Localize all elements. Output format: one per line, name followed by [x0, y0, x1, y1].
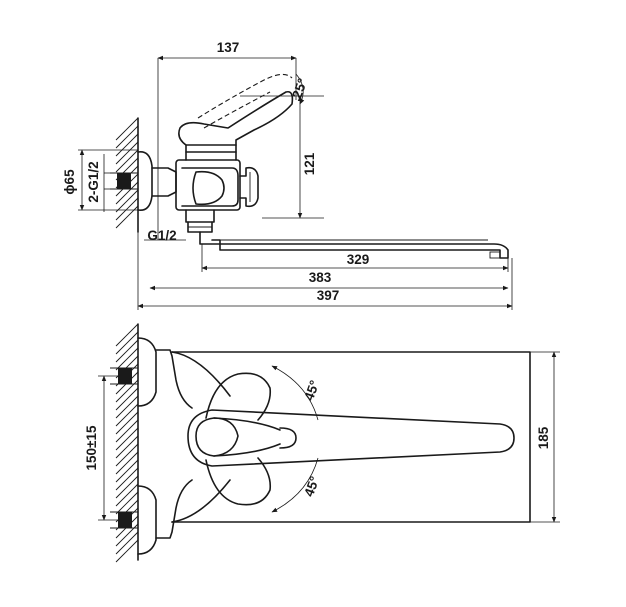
hatch-line: [115, 467, 139, 491]
angle-arcs-top: 45° 45°: [271, 365, 322, 513]
hatch-line: [115, 403, 139, 427]
dimension-383: 383: [137, 232, 513, 310]
hatch-line: [115, 141, 139, 165]
dimension-diameter-65: ϕ65: [62, 149, 138, 211]
hatch-line: [115, 539, 139, 563]
angle-25-label: 25°: [289, 76, 310, 100]
hatch-line: [115, 427, 139, 451]
lever-handle-side: [178, 73, 294, 146]
hatch-line: [115, 411, 139, 435]
dimension-121-label: 121: [302, 152, 317, 175]
dimension-inlet-thread: 2-G1/2: [86, 154, 118, 212]
hatch-line: [115, 347, 139, 371]
hatch-line: [115, 419, 139, 443]
dimension-397-label: 397: [317, 288, 340, 303]
dimension-inlet-thread-label: 2-G1/2: [86, 161, 101, 202]
hatch-line: [115, 331, 139, 355]
angle-45-bottom-label: 45°: [301, 474, 322, 498]
hatch-line: [115, 323, 139, 347]
hatch-line: [115, 125, 139, 149]
dimension-150: 150±15: [84, 375, 118, 521]
wall-flange-side: [137, 150, 153, 212]
hatch-line: [115, 475, 139, 499]
dimension-outlet-thread-label: G1/2: [147, 228, 176, 243]
dimension-137-label: 137: [217, 40, 240, 55]
dimension-150-label: 150±15: [84, 425, 99, 470]
dimension-383-label: 383: [309, 270, 332, 285]
dimension-329: 329: [201, 244, 509, 272]
dimension-121: 121: [240, 95, 324, 219]
spout-side: [199, 231, 509, 259]
dimension-137: 137: [157, 40, 297, 240]
eccentric-connector-side: [151, 167, 177, 197]
hatch-line: [115, 339, 139, 363]
angle-45-top-label: 45°: [301, 378, 322, 402]
side-view: 137 25° 121 ϕ65 2-G1/2: [62, 40, 513, 310]
hatch-line: [115, 459, 139, 483]
dimension-185-label: 185: [536, 426, 551, 449]
hatch-line: [115, 491, 139, 515]
inlet-connector-top-lower: [110, 485, 157, 555]
hatch-line: [115, 149, 139, 173]
hatch-line: [115, 189, 139, 213]
hatch-line: [115, 451, 139, 475]
top-view: 45° 45° 150±15 185: [84, 323, 560, 563]
dimension-outlet-thread: G1/2: [144, 228, 186, 243]
spout-top: [187, 409, 515, 467]
inlet-connector-top-upper: [110, 337, 157, 407]
hatch-line: [115, 531, 139, 555]
lever-rotated-positions: [205, 372, 272, 506]
dimension-diameter-label: ϕ65: [62, 169, 77, 195]
hatch-line: [115, 443, 139, 467]
diverter-knob-side: [239, 166, 259, 208]
hatch-line: [115, 395, 139, 419]
hatch-line: [115, 117, 139, 141]
hatch-line: [115, 133, 139, 157]
hatch-line: [115, 387, 139, 411]
mixer-body-side: [175, 144, 241, 233]
dimension-185: 185: [530, 351, 560, 523]
mixer-body-top: [155, 349, 531, 539]
hatch-line: [115, 483, 139, 507]
hatch-line: [115, 197, 139, 221]
dimension-397: 397: [137, 288, 513, 309]
hatch-line: [115, 435, 139, 459]
hatch-line: [115, 181, 139, 205]
dimension-329-label: 329: [347, 252, 370, 267]
